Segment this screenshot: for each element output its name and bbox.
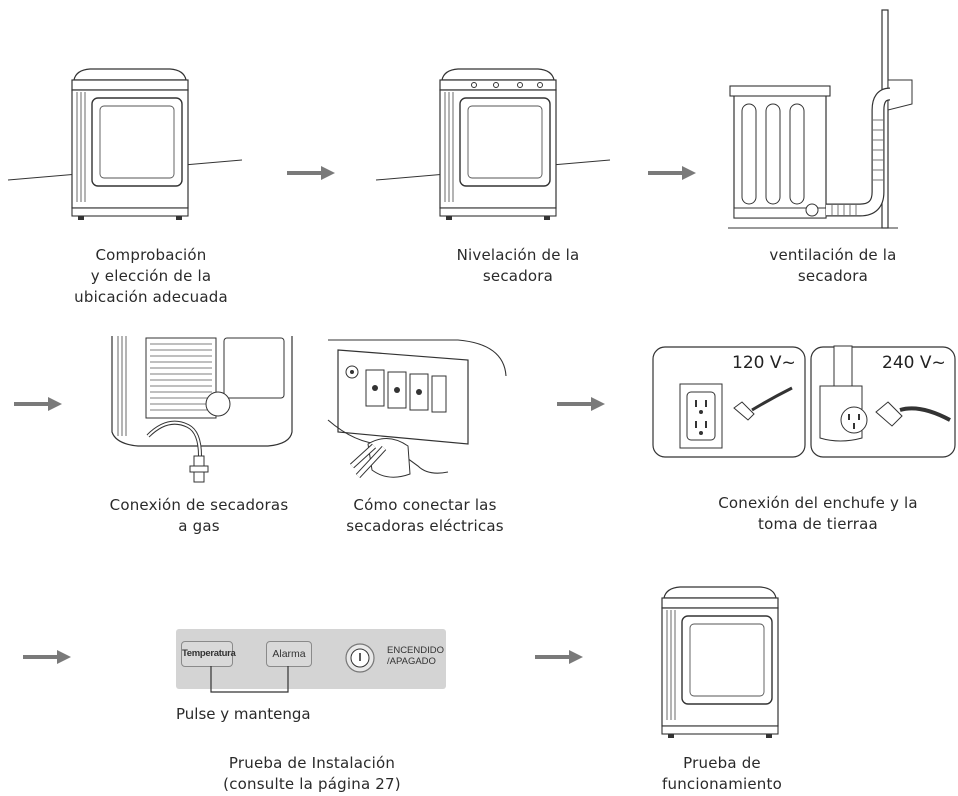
step-caption-install-test: Prueba de Instalación(consulte la página… — [223, 754, 401, 793]
arrow-right-icon — [648, 166, 696, 180]
arrow-right-icon — [23, 650, 71, 664]
outlet-120v-illustration — [652, 346, 806, 458]
alarm-button[interactable]: Alarma — [266, 641, 312, 667]
voltage-240-label: 240 V~ — [882, 353, 946, 373]
arrow-right-icon — [287, 166, 335, 180]
gas-connection-illustration — [111, 336, 293, 483]
voltage-120-label: 120 V~ — [732, 353, 796, 373]
press-hold-bracket — [210, 666, 289, 693]
arrow-right-icon — [535, 650, 583, 664]
power-icon[interactable] — [344, 642, 376, 674]
electric-connection-illustration — [327, 339, 507, 479]
power-label: ENCENDIDO /APAGADO — [387, 645, 445, 667]
temperature-button[interactable]: Temperatura — [181, 641, 236, 667]
control-panel: Temperatura Alarma ENCENDIDO /APAGADO — [176, 629, 446, 689]
location-illustration — [7, 68, 243, 221]
operation-test-illustration — [661, 586, 779, 739]
arrow-right-icon — [14, 397, 62, 411]
arrow-right-icon — [557, 397, 605, 411]
outlet-240v-illustration — [810, 345, 956, 458]
venting-illustration — [728, 9, 913, 229]
leveling-illustration — [375, 68, 611, 221]
press-and-hold-text: Pulse y mantenga — [176, 705, 311, 723]
